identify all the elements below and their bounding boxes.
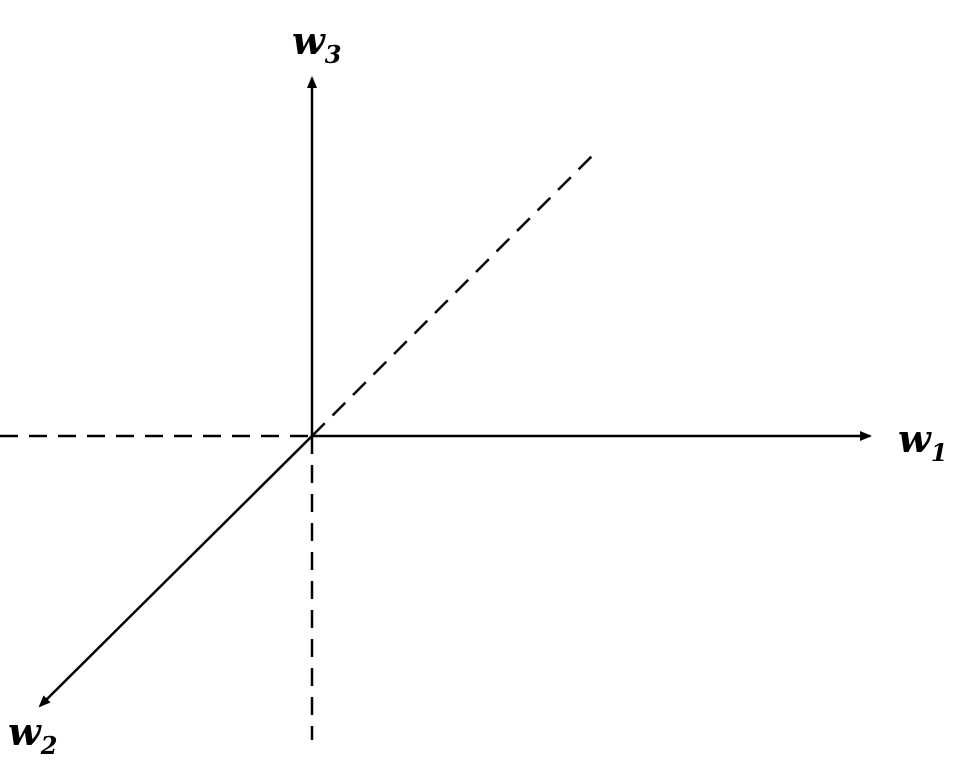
w2-axis [38,435,313,708]
w1-axis-label: w1 [898,416,947,467]
w2-axis-label: w2 [8,709,57,760]
w3-label-subscript: 3 [325,40,342,69]
w3-label-letter: w [292,18,326,63]
w1-label-letter: w [898,416,932,461]
w2-label-subscript: 2 [40,731,58,760]
w2-label-letter: w [8,709,42,754]
w3-axis-label: w3 [292,18,341,69]
w2-negative-dashed-extension [311,154,594,437]
w1-label-subscript: 1 [931,438,948,467]
